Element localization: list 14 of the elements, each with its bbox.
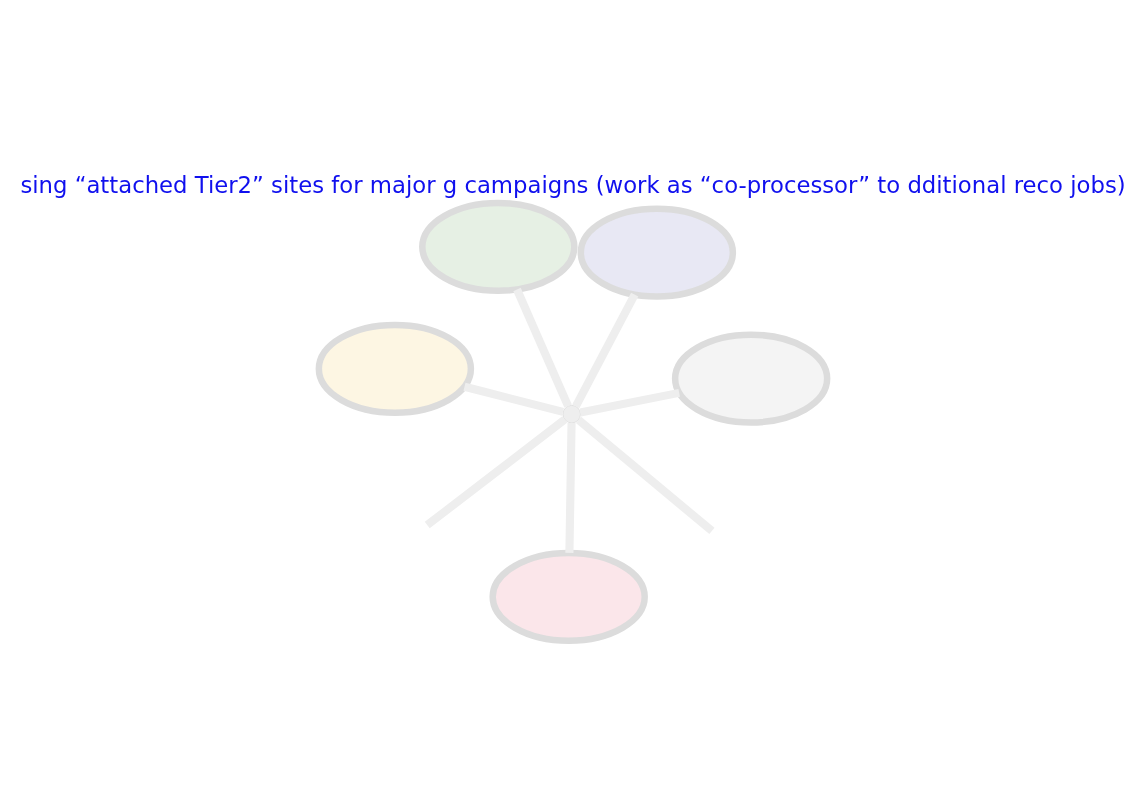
node-point [562, 404, 581, 424]
node-ellipse [315, 321, 475, 416]
diagram-title: sing “attached Tier2” sites for major g campaigns (work as “co-processor” to dditional reco jobs) [20, 171, 1126, 198]
connector [565, 422, 576, 553]
node-ellipse [489, 549, 648, 644]
connector [572, 292, 639, 409]
node-ellipse [671, 331, 831, 426]
connector [579, 388, 680, 417]
connector [575, 416, 715, 535]
node-ellipse [577, 205, 737, 300]
connector [513, 287, 572, 408]
connector [463, 382, 565, 416]
node-ellipse [419, 199, 578, 294]
connector [424, 416, 568, 529]
